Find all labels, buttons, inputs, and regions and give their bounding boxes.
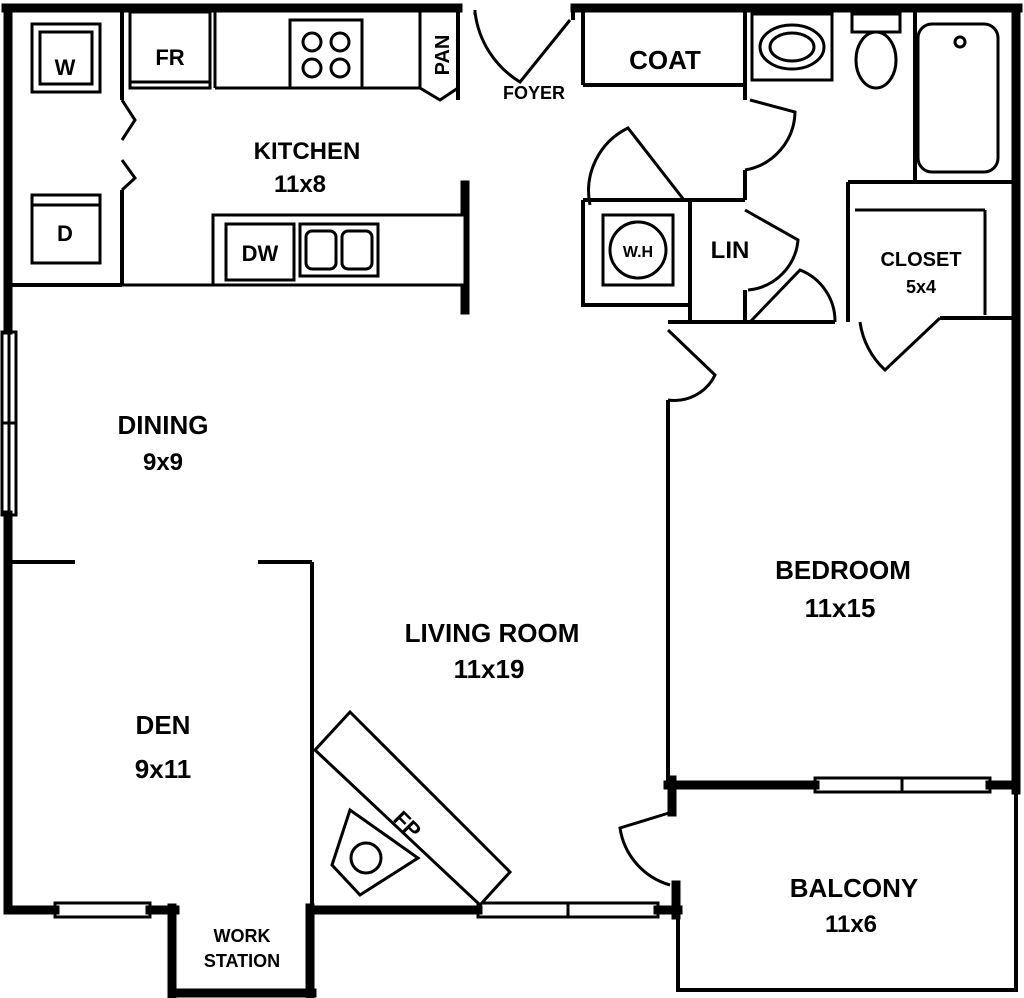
linen-label: LIN [711,237,750,264]
water-heater-label: W.H [623,244,653,261]
closet-name: CLOSET [880,249,961,271]
dining-name: DINING [118,410,209,440]
closet-size: 5x4 [906,277,936,297]
dishwasher-label: DW [242,241,279,266]
dryer [30,193,102,265]
water-heater [601,213,675,287]
fridge [128,10,212,90]
bedroom-name: BEDROOM [775,555,911,585]
dishwasher [224,222,296,282]
bedroom-size: 11x15 [805,593,876,623]
stove [288,18,364,90]
windows [0,330,992,919]
fireplace [312,709,513,908]
kitchen-name: KITCHEN [254,138,361,165]
living-room-name: LIVING ROOM [405,618,580,648]
foyer-label: FOYER [503,83,565,103]
interior-walls [8,8,1016,910]
washer-label: W [55,55,76,80]
dryer-label: D [57,221,73,246]
fridge-label: FR [155,45,184,70]
pantry [418,12,459,102]
washer [30,22,102,94]
coat-label: COAT [629,45,701,75]
balcony-size: 11x6 [825,911,877,938]
balcony-name: BALCONY [790,873,919,903]
den-name: DEN [136,710,191,740]
pantry-label: PAN [432,35,454,76]
toilet [850,12,902,90]
exterior-walls [1,3,1023,998]
workstation-line2: STATION [204,951,280,971]
bathtub [916,22,1000,174]
den-size: 9x11 [135,754,191,784]
bath-sink [750,12,834,82]
balcony-railing [676,790,1018,992]
sink [298,222,380,278]
living-room-size: 11x19 [454,654,525,684]
workstation-line1: WORK [214,926,271,946]
kitchen-size: 11x8 [274,171,326,198]
dining-size: 9x9 [143,449,183,476]
